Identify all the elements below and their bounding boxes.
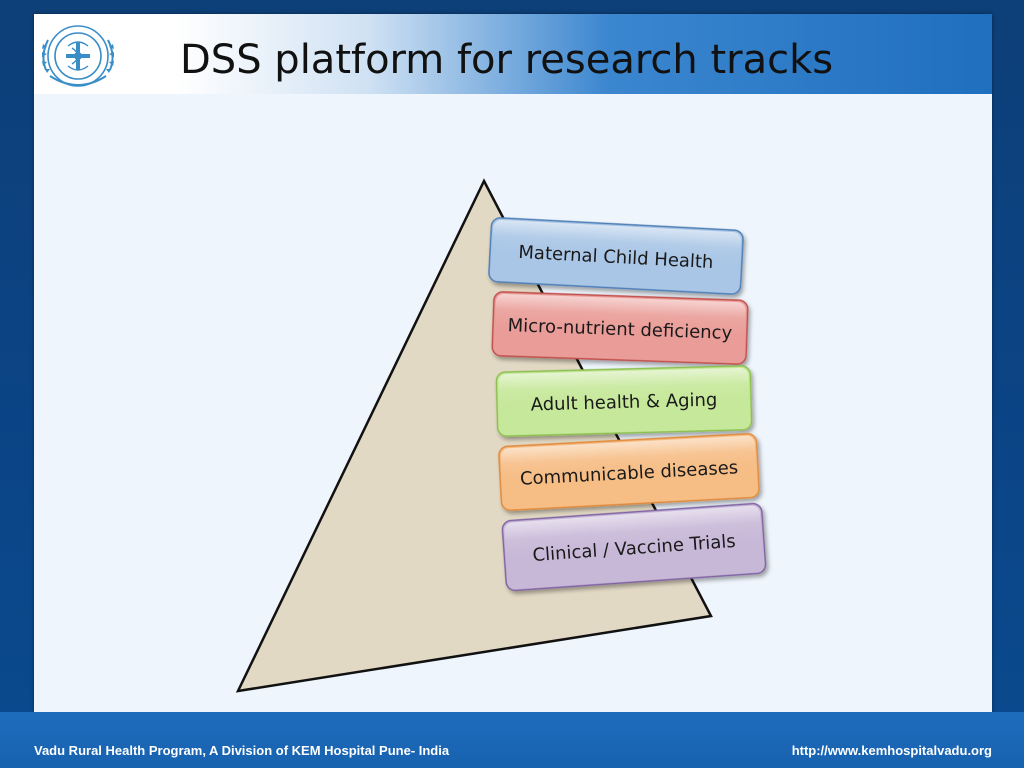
track-box-gloss (504, 505, 762, 558)
track-box-gloss (501, 435, 756, 481)
track-box-gloss (492, 219, 741, 265)
slide-title: DSS platform for research tracks (180, 37, 834, 83)
track-item: Micro-nutrient deficiency (491, 291, 749, 365)
kem-hospital-seal-icon (42, 25, 114, 87)
footer-bar (0, 712, 1024, 768)
track-item: Clinical / Vaccine Trials (501, 502, 767, 592)
track-label: Adult health & Aging (530, 390, 717, 416)
track-box-gloss (498, 367, 749, 407)
title-bar: DSS platform for research tracks (34, 14, 992, 94)
track-item: Adult health & Aging (495, 365, 753, 437)
track-item: Communicable diseases (498, 433, 760, 511)
footer-organization: Vadu Rural Health Program, A Division of… (34, 743, 450, 758)
track-item: Maternal Child Health (488, 217, 744, 295)
footer-url[interactable]: http://www.kemhospitalvadu.org (791, 743, 992, 758)
track-box-gloss (495, 293, 746, 335)
